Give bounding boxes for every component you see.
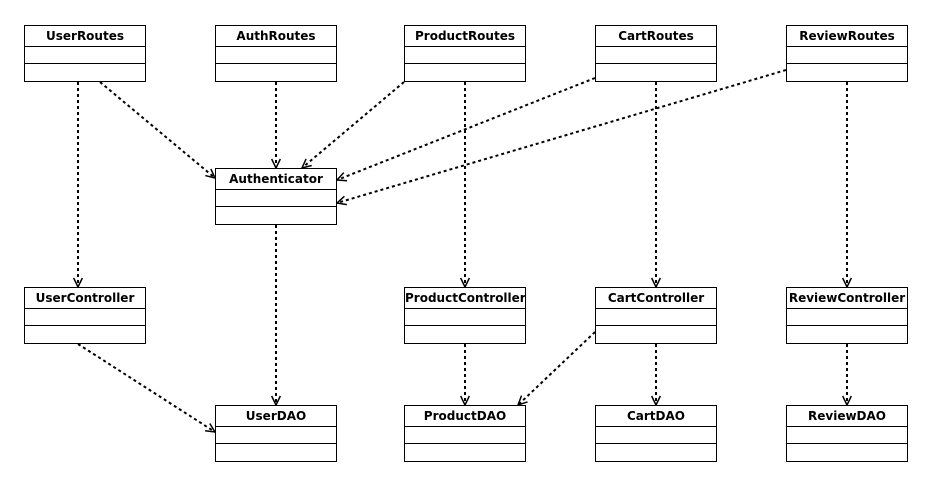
class-name: CartController <box>596 288 716 309</box>
dependency-line <box>301 81 405 169</box>
attributes-compartment <box>596 309 716 326</box>
operations-compartment <box>216 444 336 461</box>
dependency-authenticator-to-user-dao <box>270 225 282 407</box>
operations-compartment <box>405 444 525 461</box>
class-review-controller[interactable]: ReviewController <box>786 287 908 344</box>
class-review-dao[interactable]: ReviewDAO <box>786 405 908 462</box>
dependency-line <box>77 343 216 433</box>
operations-compartment <box>596 444 716 461</box>
attributes-compartment <box>596 47 716 64</box>
dependency-review-routes-to-authenticator <box>335 69 787 206</box>
operations-compartment <box>596 64 716 81</box>
dependency-line <box>336 77 596 181</box>
attributes-compartment <box>787 309 907 326</box>
dependency-cart-controller-to-product-dao <box>516 331 596 407</box>
dependency-cart-routes-to-authenticator <box>335 77 596 182</box>
dependency-line <box>99 81 216 179</box>
operations-compartment <box>596 326 716 343</box>
class-name: CartRoutes <box>596 26 716 47</box>
class-name: CartDAO <box>596 406 716 427</box>
class-user-controller[interactable]: UserController <box>24 287 146 344</box>
dependency-product-routes-to-authenticator <box>300 81 405 170</box>
dependency-product-routes-to-product-controller <box>459 82 471 289</box>
operations-compartment <box>787 326 907 343</box>
class-name: ReviewDAO <box>787 406 907 427</box>
operations-compartment <box>25 64 145 81</box>
class-auth-routes[interactable]: AuthRoutes <box>215 25 337 82</box>
class-name: UserDAO <box>216 406 336 427</box>
class-name: ProductDAO <box>405 406 525 427</box>
class-name: AuthRoutes <box>216 26 336 47</box>
operations-compartment <box>787 444 907 461</box>
class-product-dao[interactable]: ProductDAO <box>404 405 526 462</box>
dependency-user-controller-to-user-dao <box>77 343 217 433</box>
open-arrowhead-icon <box>335 172 348 182</box>
class-name: ProductRoutes <box>405 26 525 47</box>
attributes-compartment <box>596 427 716 444</box>
class-product-controller[interactable]: ProductController <box>404 287 526 344</box>
attributes-compartment <box>787 47 907 64</box>
attributes-compartment <box>25 47 145 64</box>
dependency-user-routes-to-user-controller <box>72 82 84 289</box>
dependency-review-routes-to-review-controller <box>841 82 853 289</box>
class-review-routes[interactable]: ReviewRoutes <box>786 25 908 82</box>
operations-compartment <box>216 207 336 224</box>
class-user-routes[interactable]: UserRoutes <box>24 25 146 82</box>
dependency-user-routes-to-authenticator <box>99 81 217 180</box>
class-name: UserController <box>25 288 145 309</box>
class-authenticator[interactable]: Authenticator <box>215 168 337 225</box>
operations-compartment <box>787 64 907 81</box>
dependency-line <box>517 331 596 406</box>
dependency-review-controller-to-review-dao <box>841 344 853 407</box>
class-name: ReviewRoutes <box>787 26 907 47</box>
class-name: ReviewController <box>787 288 907 309</box>
operations-compartment <box>405 64 525 81</box>
class-user-dao[interactable]: UserDAO <box>215 405 337 462</box>
attributes-compartment <box>405 47 525 64</box>
operations-compartment <box>25 326 145 343</box>
dependency-auth-routes-to-authenticator <box>270 82 282 170</box>
attributes-compartment <box>405 427 525 444</box>
dependency-cart-controller-to-cart-dao <box>650 344 662 407</box>
class-cart-controller[interactable]: CartController <box>595 287 717 344</box>
operations-compartment <box>216 64 336 81</box>
class-cart-dao[interactable]: CartDAO <box>595 405 717 462</box>
attributes-compartment <box>216 427 336 444</box>
attributes-compartment <box>405 309 525 326</box>
attributes-compartment <box>216 47 336 64</box>
operations-compartment <box>405 326 525 343</box>
class-name: UserRoutes <box>25 26 145 47</box>
class-cart-routes[interactable]: CartRoutes <box>595 25 717 82</box>
class-name: Authenticator <box>216 169 336 190</box>
attributes-compartment <box>25 309 145 326</box>
open-arrowhead-icon <box>335 195 347 206</box>
class-product-routes[interactable]: ProductRoutes <box>404 25 526 82</box>
class-name: ProductController <box>405 288 525 309</box>
dependency-line <box>336 69 787 204</box>
attributes-compartment <box>216 190 336 207</box>
dependency-product-controller-to-product-dao <box>459 344 471 407</box>
attributes-compartment <box>787 427 907 444</box>
dependency-cart-routes-to-cart-controller <box>650 82 662 289</box>
